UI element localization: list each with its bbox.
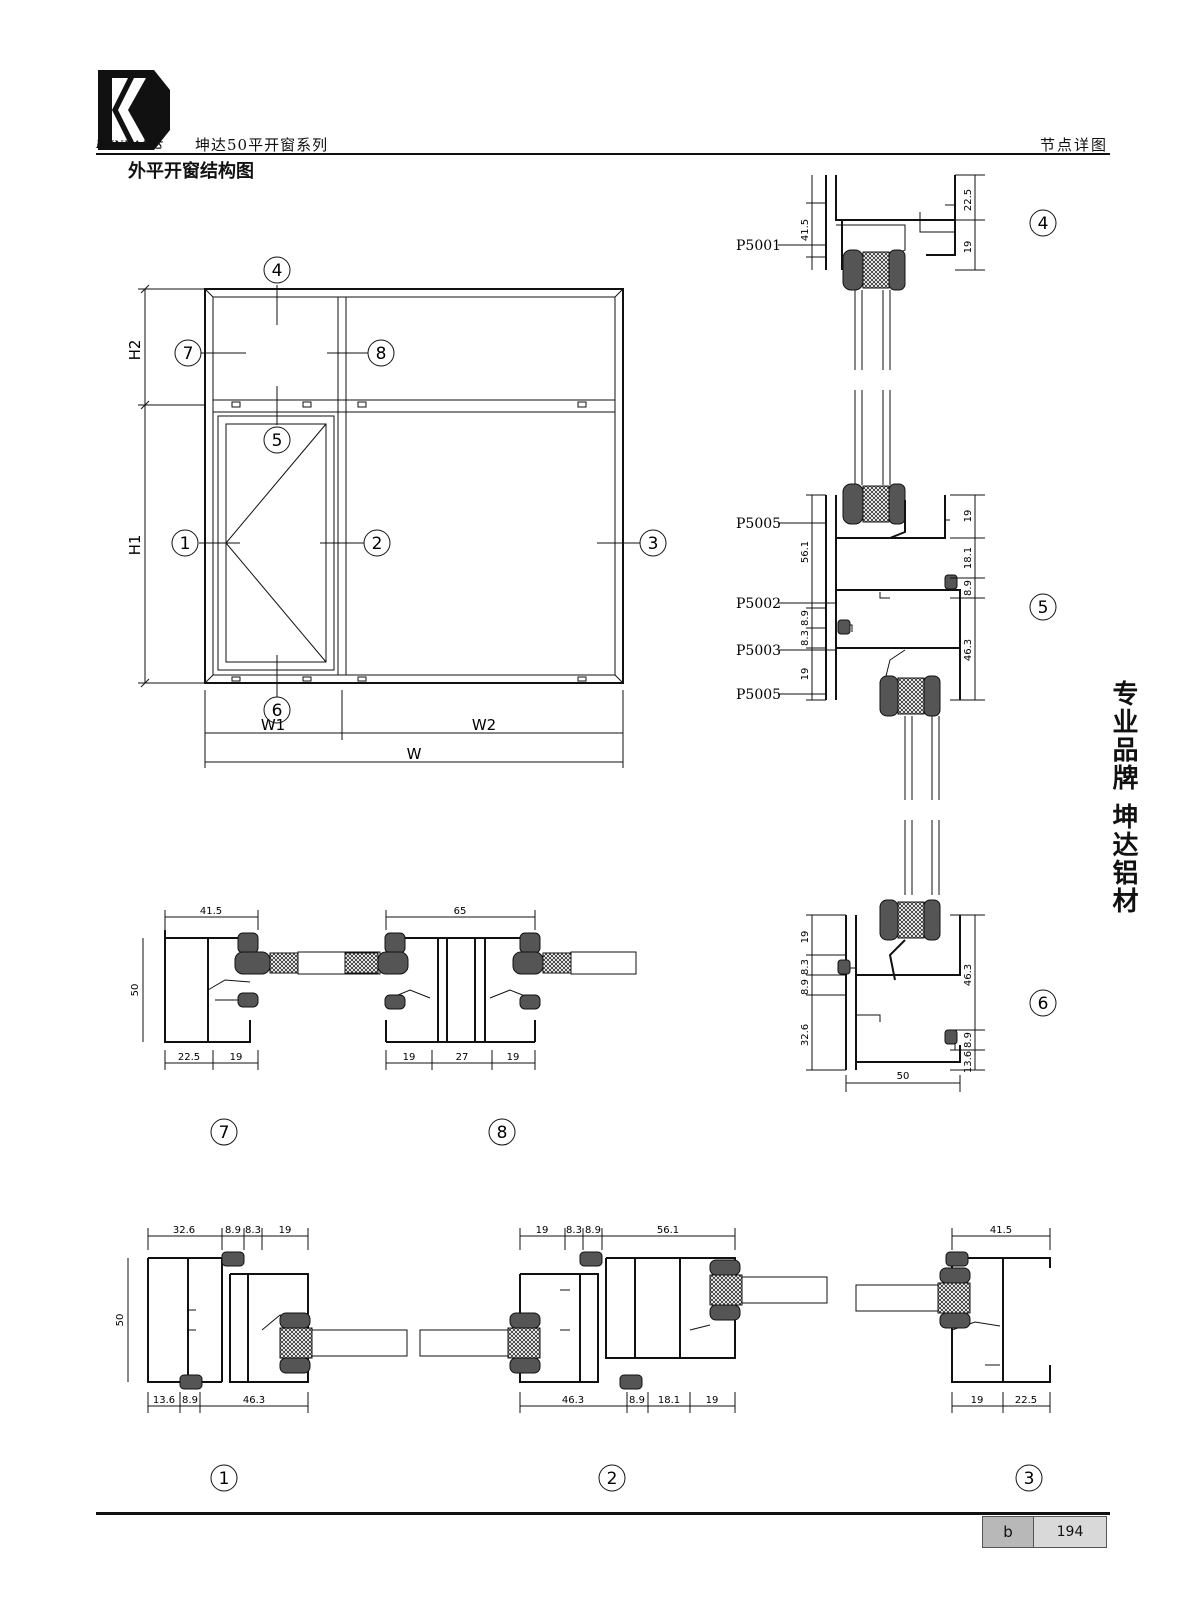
node-label-5: 5 [1038, 598, 1049, 618]
dim-19-v-top: 19 [963, 241, 974, 254]
dim-19-v-bot: 19 [800, 931, 811, 944]
dim-41-5-h: 41.5 [200, 906, 222, 917]
dim-65-h: 65 [454, 906, 467, 917]
dim-50-h: 50 [897, 1071, 910, 1082]
dim-8-9-v-a: 8.9 [963, 580, 974, 596]
dim-22-5-v: 22.5 [963, 189, 974, 211]
section-label-3: 3 [1024, 1469, 1035, 1489]
dim-50-v: 50 [115, 1314, 126, 1327]
dim-19-mid: 19 [963, 510, 974, 523]
callout-3: 3 [648, 534, 659, 554]
dim-19-h-a: 19 [403, 1052, 416, 1063]
dim-32-6-h: 32.6 [173, 1225, 195, 1236]
dim-19-h-b: 19 [507, 1052, 520, 1063]
dim-8-9-v-b: 8.9 [800, 610, 811, 626]
node-label-6: 6 [1038, 994, 1049, 1014]
footer-section-letter: b [982, 1516, 1034, 1548]
page-number: 194 [1033, 1516, 1107, 1548]
dim-19-h: 19 [279, 1225, 292, 1236]
dim-41-5-v: 41.5 [800, 219, 811, 241]
profile-p5002: P5002 [736, 596, 781, 612]
section-label-2: 2 [607, 1469, 618, 1489]
dim-8-9-h-b: 8.9 [182, 1395, 198, 1406]
profile-p5003: P5003 [736, 643, 781, 659]
dim-19-v-mid2: 19 [800, 668, 811, 681]
profile-p5005-a: P5005 [736, 516, 781, 532]
section-label-7: 7 [219, 1123, 230, 1143]
dim-50-v: 50 [130, 984, 141, 997]
dim-41-5-h: 41.5 [990, 1225, 1012, 1236]
callout-5: 5 [272, 431, 283, 451]
dim-13-6-h: 13.6 [153, 1395, 175, 1406]
dim-13-6-v: 13.6 [963, 1051, 974, 1073]
dim-8-9-v-d: 8.9 [800, 979, 811, 995]
callout-6: 6 [272, 701, 283, 721]
dim-w: W [407, 745, 422, 763]
dim-22-5-h: 22.5 [178, 1052, 200, 1063]
section-1: 32.6 8.9 8.3 19 50 13.6 8.9 46.3 1 [115, 1225, 408, 1492]
callout-8: 8 [376, 344, 387, 364]
callout-7: 7 [183, 344, 194, 364]
node-label-4: 4 [1038, 214, 1049, 234]
callout-4: 4 [272, 261, 283, 281]
dim-18-1-h: 18.1 [658, 1395, 680, 1406]
dim-8-9-h: 8.9 [585, 1225, 601, 1236]
dim-8-3-v: 8.3 [800, 630, 811, 646]
section-8: 65 19 27 19 8 [297, 906, 637, 1146]
dim-8-9-h: 8.9 [225, 1225, 241, 1236]
dim-56-1-v: 56.1 [800, 541, 811, 563]
dim-h1: H1 [126, 535, 144, 556]
callout-2: 2 [372, 534, 383, 554]
kunda-logo [98, 70, 170, 150]
footer-divider [96, 1512, 1110, 1515]
dim-8-3-h: 8.3 [245, 1225, 261, 1236]
section-2: 19 8.3 8.9 56.1 46.3 8.9 18.1 19 2 [419, 1225, 828, 1492]
dim-46-3-v: 46.3 [963, 639, 974, 661]
dim-8-9-v-c: 8.9 [963, 1032, 974, 1048]
window-elevation: H2 H1 W1 W2 W 4 7 8 5 1 2 3 6 [126, 256, 667, 768]
dim-19-h: 19 [536, 1225, 549, 1236]
dim-46-3-h: 46.3 [243, 1395, 265, 1406]
dim-46-3-v-b: 46.3 [963, 964, 974, 986]
dim-18-1-v: 18.1 [963, 547, 974, 569]
dim-8-9-h-b: 8.9 [629, 1395, 645, 1406]
brand-text: KUNDA坤达 [96, 140, 163, 151]
dim-22-5-h: 22.5 [1015, 1395, 1037, 1406]
callout-1: 1 [180, 534, 191, 554]
dim-19-h: 19 [230, 1052, 243, 1063]
profile-p5005-b: P5005 [736, 687, 781, 703]
section-label-1: 1 [219, 1469, 230, 1489]
vertical-section: 41.5 22.5 19 P5001 4 19 18.1 8. [736, 174, 1057, 1092]
header-divider [96, 153, 1110, 155]
dim-19-h: 19 [971, 1395, 984, 1406]
dim-32-6-v: 32.6 [800, 1024, 811, 1046]
page-title: 外平开窗结构图 [128, 161, 254, 182]
section-7: 41.5 50 22.5 19 7 [130, 906, 381, 1146]
series-title: 坤达50平开窗系列 [195, 136, 329, 154]
dim-8-3-v-b: 8.3 [800, 959, 811, 975]
dim-56-1-h: 56.1 [657, 1225, 679, 1236]
dim-w2: W2 [472, 716, 496, 734]
dim-19-h-b: 19 [706, 1395, 719, 1406]
dim-8-3-h: 8.3 [566, 1225, 582, 1236]
dim-27-h: 27 [456, 1052, 469, 1063]
dim-h2: H2 [126, 340, 144, 361]
side-banner: 专业品牌 坤达铝材 [1108, 680, 1138, 916]
dim-46-3-h: 46.3 [562, 1395, 584, 1406]
section-heading: 节点详图 [1039, 136, 1108, 154]
dim-w1: W1 [261, 716, 285, 734]
section-3: 41.5 19 22.5 3 [855, 1225, 1051, 1492]
section-label-8: 8 [497, 1123, 508, 1143]
profile-p5001: P5001 [736, 238, 781, 254]
